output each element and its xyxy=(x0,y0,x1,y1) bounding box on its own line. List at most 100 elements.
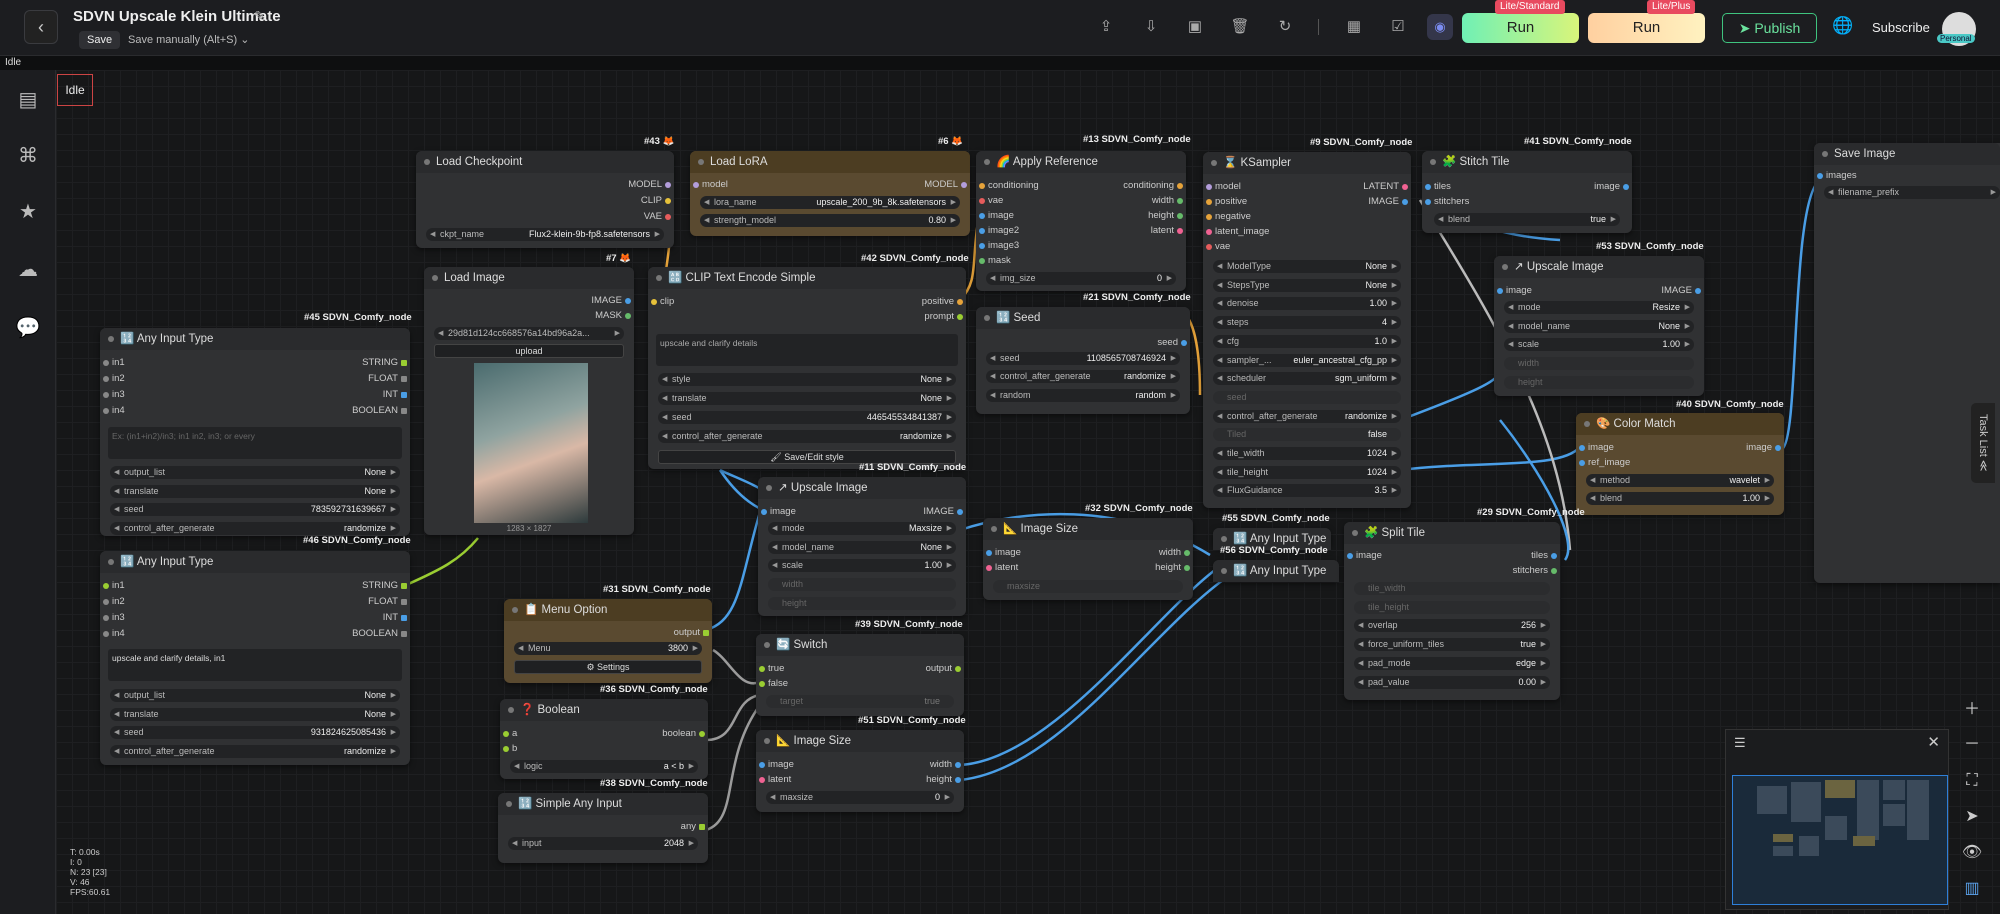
node-any-input-56[interactable]: 🔢 Any Input Type xyxy=(1213,560,1339,582)
gallery-icon[interactable]: ▣ xyxy=(1187,18,1203,35)
save-edit-style-button[interactable]: 🖌 Save/Edit style xyxy=(658,450,956,464)
refresh-icon[interactable]: ↻ xyxy=(1278,18,1292,35)
node-title[interactable]: ↗ Upscale Image xyxy=(758,477,966,499)
input-image[interactable]: image xyxy=(1588,442,1614,453)
output-float[interactable]: FLOAT xyxy=(368,596,398,607)
zoom-in-icon[interactable]: ＋ xyxy=(1963,701,1980,718)
seed-widget[interactable]: seed xyxy=(1213,390,1401,404)
node-load-checkpoint[interactable]: Load Checkpoint MODEL CLIP VAE ckpt_name… xyxy=(416,151,674,248)
cloud-icon[interactable]: ☁ xyxy=(18,259,38,281)
formula-textarea[interactable]: Ex: (in1+in2)/in3; in1 in2, in3; or ever… xyxy=(108,427,402,459)
output-image[interactable]: IMAGE xyxy=(923,506,954,517)
input-image[interactable]: image xyxy=(1356,550,1382,561)
star-icon[interactable]: ★ xyxy=(19,201,37,223)
input-positive[interactable]: positive xyxy=(1215,196,1248,207)
output-output[interactable]: output xyxy=(673,627,700,638)
input-latent-image[interactable]: latent_image xyxy=(1215,226,1270,237)
zoom-out-icon[interactable]: － xyxy=(1963,736,1980,753)
input-image3[interactable]: image3 xyxy=(988,240,1020,251)
run-plus-button[interactable]: Run xyxy=(1588,13,1705,43)
pencil-icon[interactable]: ✎ xyxy=(254,8,266,24)
image-file-combo[interactable]: 29d81d124cc668576a14bd96a2a... xyxy=(434,327,624,340)
input-image[interactable]: image xyxy=(1506,285,1532,296)
node-title[interactable]: 🧩 Stitch Tile xyxy=(1422,151,1632,173)
input-in2[interactable]: in2 xyxy=(112,373,125,384)
input-image2[interactable]: image2 xyxy=(988,225,1020,236)
node-title[interactable]: 🔢 Any Input Type xyxy=(1213,560,1339,582)
node-title[interactable]: Save Image xyxy=(1814,143,2000,165)
fit-view-icon[interactable]: ⛶ xyxy=(1966,772,1978,789)
node-load-image[interactable]: Load Image IMAGE MASK 29d81d124cc668576a… xyxy=(424,267,634,535)
prompt-textarea[interactable]: upscale and clarify details xyxy=(656,334,958,366)
upload-cloud-icon[interactable]: ⇪ xyxy=(1099,18,1113,35)
output-int[interactable]: INT xyxy=(382,389,398,400)
back-button[interactable]: ‹ xyxy=(24,10,58,44)
input-conditioning[interactable]: conditioning xyxy=(988,180,1039,191)
node-title[interactable]: 📐 Image Size xyxy=(983,518,1193,540)
output-width[interactable]: width xyxy=(1151,195,1174,206)
node-title[interactable]: 🔄 Switch xyxy=(756,634,964,656)
node-title[interactable]: Load Checkpoint xyxy=(416,151,674,173)
input-model[interactable]: model xyxy=(1215,181,1241,192)
input-ref-image[interactable]: ref_image xyxy=(1588,457,1631,468)
input-images[interactable]: images xyxy=(1826,170,1857,181)
input-tiles[interactable]: tiles xyxy=(1434,181,1451,192)
node-title[interactable]: Load Image xyxy=(424,267,634,289)
node-save-image[interactable]: Save Image images filename_prefix xyxy=(1814,143,2000,583)
output-prompt[interactable]: prompt xyxy=(924,311,954,322)
output-width[interactable]: width xyxy=(1158,547,1181,558)
input-b[interactable]: b xyxy=(512,743,518,754)
input-in4[interactable]: in4 xyxy=(112,628,125,639)
input-image[interactable]: image xyxy=(768,759,794,770)
close-icon[interactable]: ✕ xyxy=(1927,734,1940,751)
width-widget[interactable]: width xyxy=(1504,357,1694,371)
node-title[interactable]: 🔢 Any Input Type xyxy=(100,328,410,350)
map-icon[interactable]: ▥ xyxy=(1964,880,1980,897)
output-image[interactable]: image xyxy=(1594,181,1620,192)
filename-prefix-input[interactable]: filename_prefix xyxy=(1824,186,2000,199)
node-title[interactable]: 🧩 Split Tile xyxy=(1344,522,1560,544)
discord-icon[interactable]: ◉ xyxy=(1427,14,1453,40)
output-boolean[interactable]: BOOLEAN xyxy=(352,628,398,639)
sampler-widget[interactable]: sampler_...euler_ancestral_cfg_pp xyxy=(1213,353,1401,367)
output-tiles[interactable]: tiles xyxy=(1531,550,1548,561)
node-title[interactable]: 📋 Menu Option xyxy=(504,599,712,621)
input-negative[interactable]: negative xyxy=(1215,211,1251,222)
input-true[interactable]: true xyxy=(768,663,785,674)
node-title[interactable]: 🔢 Any Input Type xyxy=(100,551,410,573)
output-positive[interactable]: positive xyxy=(921,296,954,307)
input-in3[interactable]: in3 xyxy=(112,389,125,400)
task-list-tab[interactable]: Task List ≪ xyxy=(1971,403,1995,483)
node-title[interactable]: ↗ Upscale Image xyxy=(1494,256,1704,278)
output-int[interactable]: INT xyxy=(382,612,398,623)
output-image[interactable]: IMAGE xyxy=(591,295,622,306)
output-boolean[interactable]: BOOLEAN xyxy=(352,405,398,416)
input-model[interactable]: model xyxy=(702,179,728,190)
output-mask[interactable]: MASK xyxy=(595,310,622,321)
